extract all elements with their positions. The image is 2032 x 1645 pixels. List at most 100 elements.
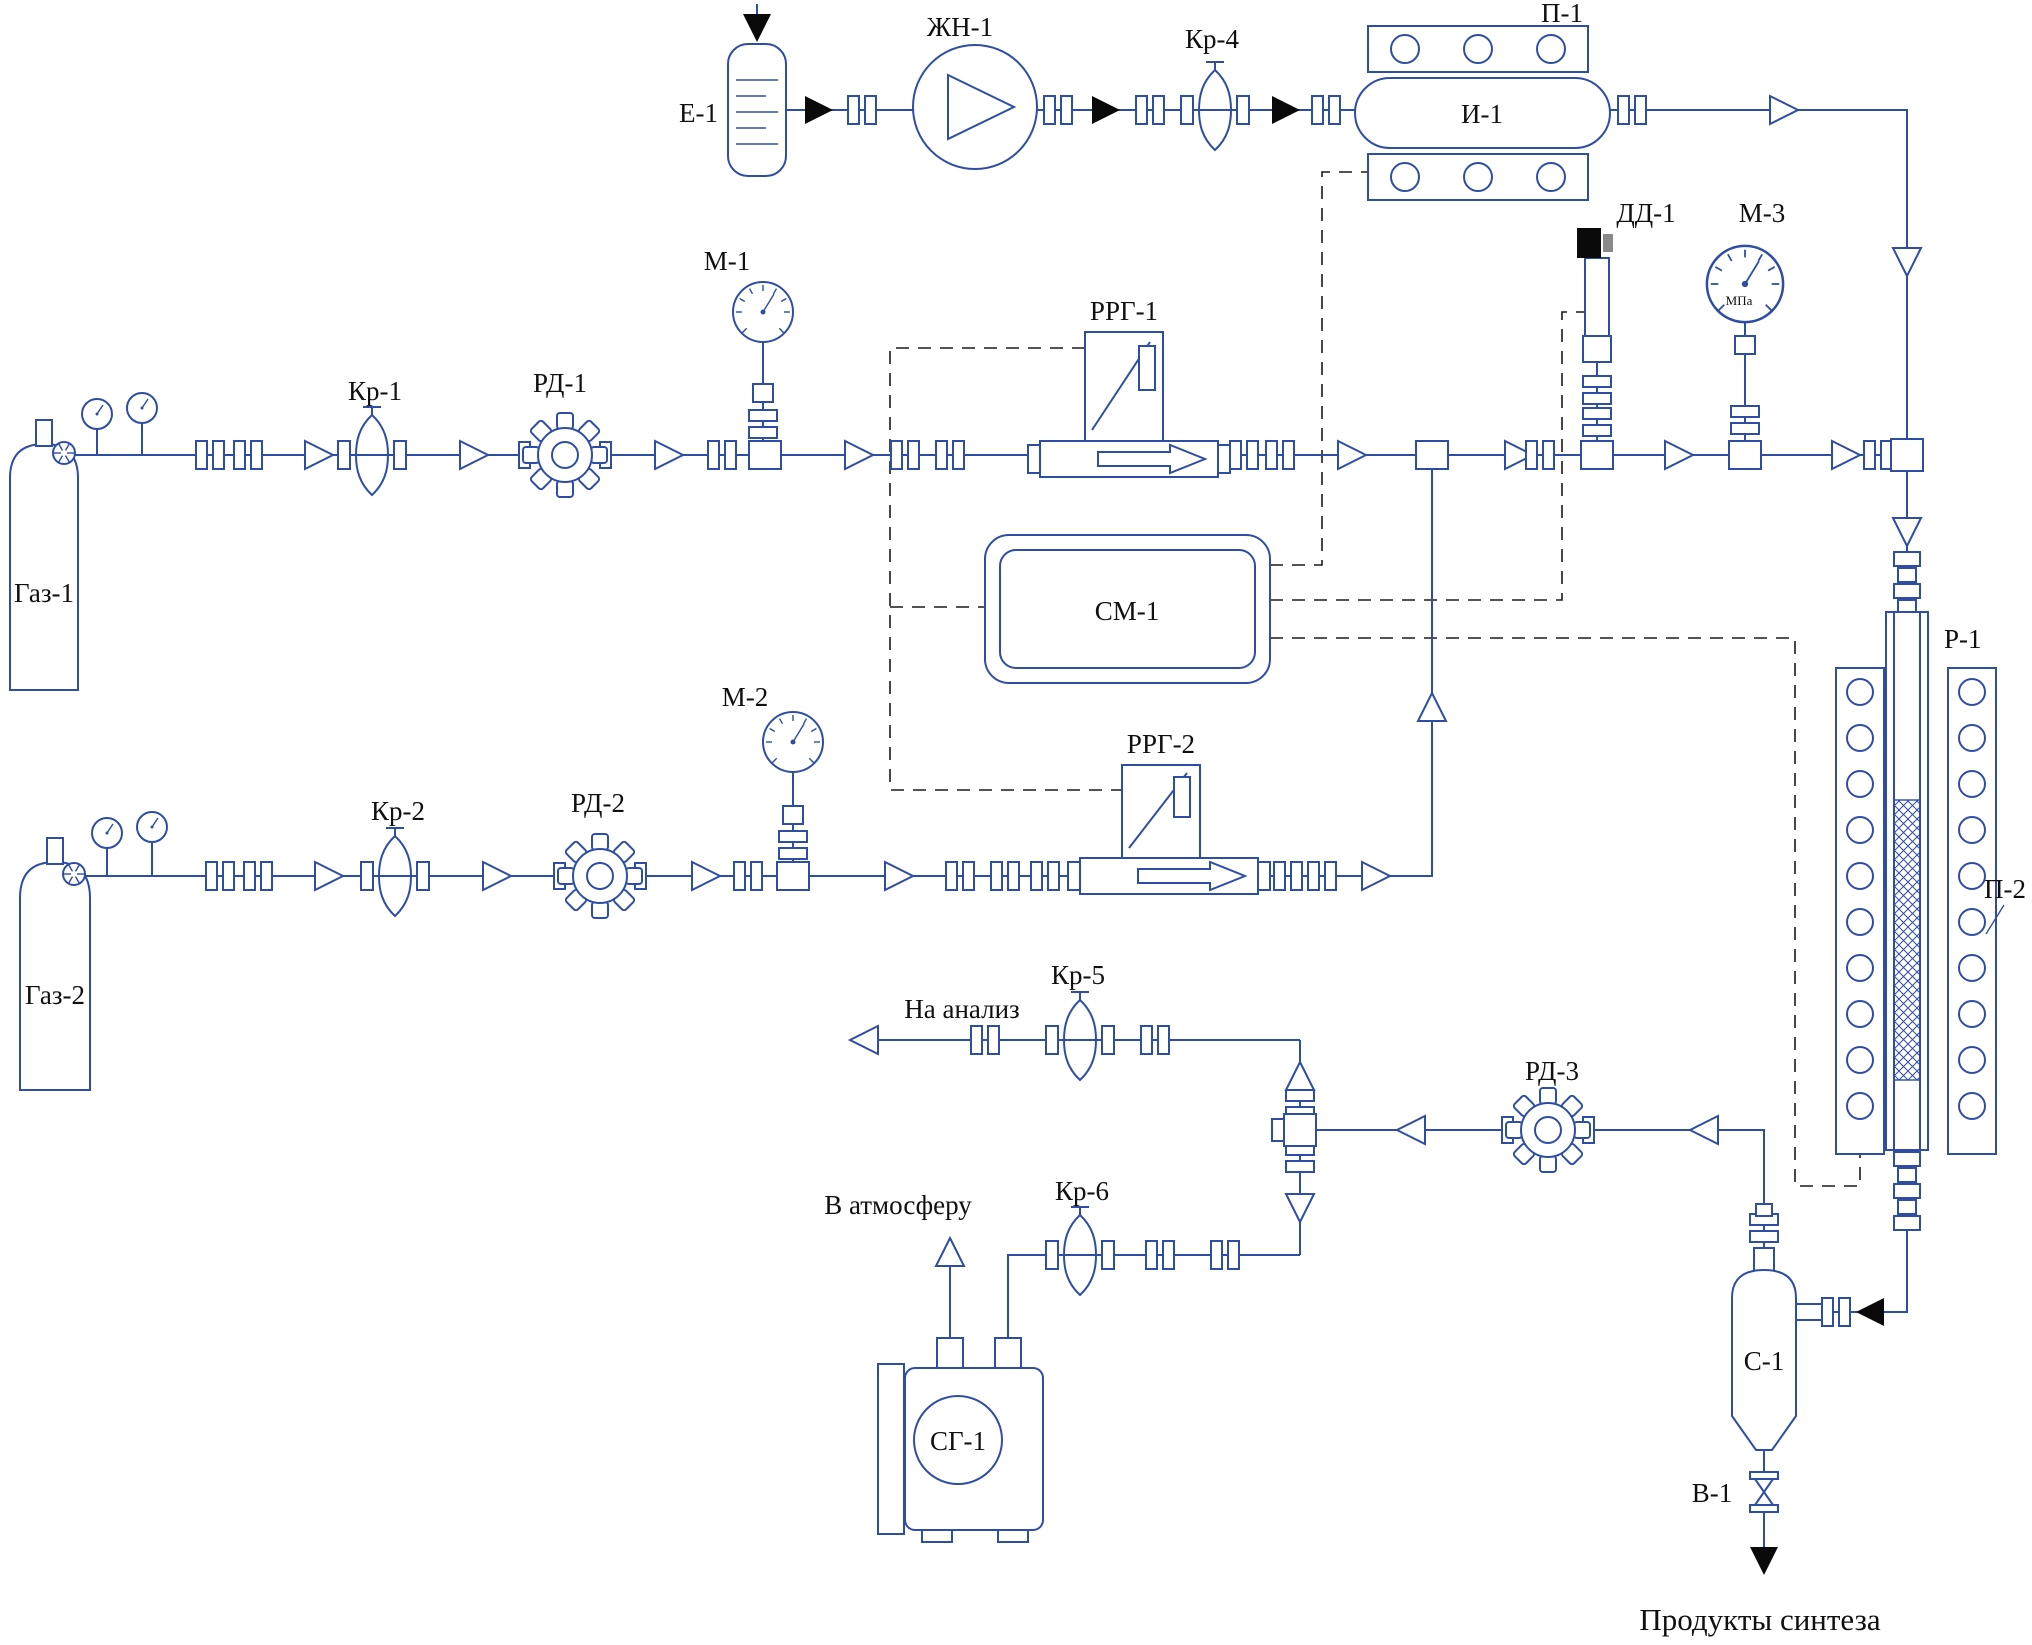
evaporator-feed-line: Е-1 ЖН-1 Кр-4 П-1 И-1 (679, 0, 1922, 277)
pipe-gas-line-2 (62, 469, 1433, 877)
flow-arrow-icon (1664, 440, 1694, 470)
flow-arrow-icon (1285, 1193, 1315, 1223)
tee-fitting (776, 861, 810, 891)
pipes (50, 4, 1908, 1547)
pipe-to-meter (1007, 1254, 1300, 1338)
label-v1: В-1 (1692, 1478, 1733, 1508)
valve-kr2-icon (360, 827, 430, 917)
valve-kr4-icon (1180, 61, 1250, 151)
label-produkty-sinteza: Продукты синтеза (1639, 1602, 1880, 1637)
flow-arrow-icon (1892, 247, 1922, 277)
flow-arrow-icon (1417, 692, 1447, 722)
flow-arrow-icon (1272, 96, 1300, 124)
signal-sm1-rrg1-rrg2 (889, 347, 1122, 791)
gauge-m1 (732, 281, 794, 470)
regulator-gauge-icon (91, 817, 123, 849)
flow-arrow-icon (1831, 440, 1861, 470)
label-i1: И-1 (1461, 99, 1503, 129)
flow-arrow-icon (805, 96, 833, 124)
feed-arrow-icon (743, 14, 771, 42)
flow-arrow-icon (1092, 96, 1120, 124)
valve-v1 (1749, 1471, 1779, 1513)
gauge-m3-units: МПа (1726, 293, 1753, 308)
flow-arrow-icon (459, 440, 489, 470)
flow-arrow-icon (844, 440, 874, 470)
gas-line-2: Газ-2 Кр-2 РД-2 М-2 РРГ-2 (19, 682, 1391, 1091)
signal-sm1-p1 (1270, 171, 1368, 566)
label-m1: М-1 (704, 246, 751, 276)
pressure-gauge-icon (1705, 244, 1785, 324)
tee-fitting (1580, 440, 1614, 470)
label-r1: Р-1 (1944, 624, 1982, 654)
valve-kr5-icon (1045, 991, 1115, 1081)
flow-arrow-icon (1337, 440, 1367, 470)
reactor-section: П-2 Р-1 (1821, 517, 2026, 1327)
fitting (1271, 1118, 1285, 1142)
gas-cylinder-2 (19, 811, 168, 1091)
label-p2-leader (1985, 904, 2005, 935)
signal-lines (889, 171, 1861, 1187)
vessel-e1 (727, 43, 787, 177)
controller-sm1 (984, 534, 1271, 684)
label-e1: Е-1 (679, 98, 718, 128)
label-gaz1: Газ-1 (14, 578, 74, 608)
pressure-gauge-icon (762, 711, 824, 773)
merge-tee-fitting (1415, 440, 1449, 470)
label-v-atmosferu: В атмосферу (824, 1190, 972, 1220)
gauge-m2 (762, 711, 824, 891)
reactor-top-fittings (1893, 551, 1921, 613)
label-rd2: РД-2 (571, 788, 625, 818)
cross-fitting (1283, 1113, 1317, 1147)
valve-kr6-icon (1045, 1206, 1115, 1296)
sensor-dd1 (1577, 228, 1614, 470)
mfc-rrg1 (1027, 331, 1231, 478)
label-na-analiz: На анализ (904, 994, 1019, 1024)
gas-line-1: Газ-1 Кр-1 РД-1 М-1 РРГ-1 (9, 198, 1924, 722)
label-m2: М-2 (722, 682, 769, 712)
label-rd3: РД-3 (1525, 1056, 1579, 1086)
flow-arrow-icon (1689, 1115, 1719, 1145)
label-rrg1: РРГ-1 (1090, 296, 1158, 326)
flow-arrow-icon (314, 861, 344, 891)
cylinder-valve-wheel-icon (62, 862, 86, 886)
label-kr5: Кр-5 (1051, 960, 1105, 990)
flow-arrow-icon (1856, 1298, 1884, 1326)
flow-arrow-icon (1361, 861, 1391, 891)
furnace-p2 (1835, 667, 1997, 1155)
tee-fitting (1728, 440, 1762, 470)
regulator-gauge-icon (81, 398, 113, 430)
label-dd1: ДД-1 (1616, 198, 1675, 228)
reactor-r1 (1885, 611, 1929, 1151)
tee-fitting (748, 440, 782, 470)
label-sm1: СМ-1 (1095, 596, 1160, 626)
label-gaz2: Газ-2 (25, 980, 85, 1010)
flow-arrow-icon (1892, 517, 1922, 547)
gauge-m3: МПа (1705, 244, 1785, 470)
furnace-p1 (1367, 25, 1589, 201)
regulator-gauge-icon (126, 392, 158, 424)
flow-arrow-icon (1396, 1115, 1426, 1145)
label-rrg2: РРГ-2 (1127, 729, 1195, 759)
product-arrow-icon (1750, 1547, 1778, 1575)
cylinder-valve-wheel-icon (52, 441, 76, 465)
vent-arrow-icon (935, 1237, 965, 1267)
regulator-rd2-icon (553, 833, 647, 919)
cross-fitting (1890, 438, 1924, 472)
flow-arrow-icon (304, 440, 334, 470)
pipe-regulator-stems (96, 423, 153, 876)
gas-meter-sg1: СГ-1 (877, 1337, 1044, 1543)
label-sg1: СГ-1 (930, 1426, 986, 1456)
flow-arrow-icon (1285, 1061, 1315, 1091)
signal-sm1-p2 (1270, 637, 1861, 1187)
mfc-rrg2 (1067, 764, 1271, 895)
gas-cylinder-1 (9, 392, 158, 691)
pump-zhn1 (912, 44, 1038, 170)
separator-s1: С-1 В-1 Продукты синтеза (1639, 1203, 1881, 1637)
evaporator-i1 (1354, 77, 1611, 149)
flow-arrow-icon (482, 861, 512, 891)
regulator-rd1-icon (518, 412, 612, 498)
regulator-gauge-icon (136, 811, 168, 843)
flow-arrow-icon (884, 861, 914, 891)
label-rd1: РД-1 (533, 368, 587, 398)
flow-arrow-icon (691, 861, 721, 891)
